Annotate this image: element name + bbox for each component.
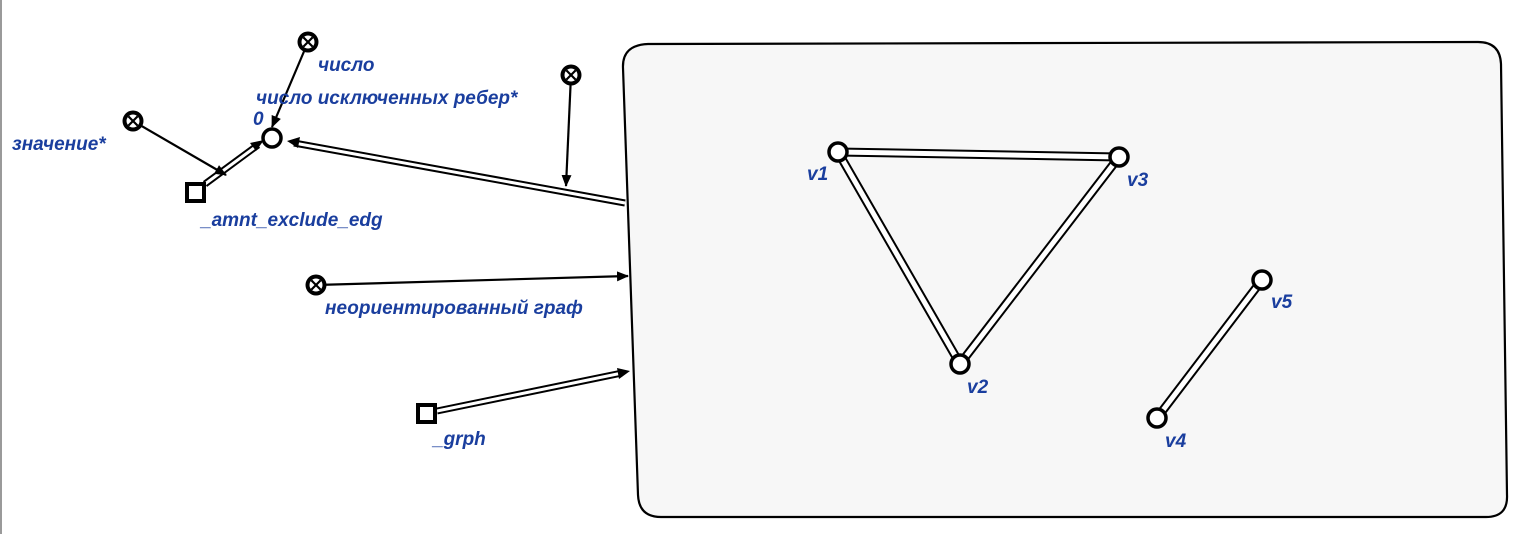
arc-undirected-to-frame	[315, 271, 629, 287]
label-value: значение*	[12, 134, 107, 155]
circle-icon[interactable]	[261, 127, 283, 149]
crossed-circle-icon[interactable]	[305, 274, 327, 296]
label-v3: v3	[1127, 170, 1149, 191]
square-icon[interactable]	[416, 403, 437, 424]
graph-structure-frame[interactable]	[621, 40, 1509, 519]
vertex-v5[interactable]	[1251, 269, 1273, 291]
edge-grph-to-frame	[436, 368, 630, 415]
crossed-circle-icon[interactable]	[122, 110, 144, 132]
edge-v5-v4	[1153, 277, 1266, 421]
edge-frame-to-zero	[287, 137, 626, 207]
label-undirected-graph: неориентированный граф	[325, 298, 583, 319]
vertex-v2[interactable]	[949, 353, 971, 375]
label-v5: v5	[1271, 292, 1293, 313]
vertex-v1[interactable]	[827, 141, 849, 163]
label-number: число	[318, 55, 374, 76]
label-v2: v2	[967, 377, 989, 398]
label-excluded-edges: число исключенных ребер*	[256, 88, 519, 109]
label-v4: v4	[1165, 431, 1187, 452]
edge-v3-v2	[956, 154, 1123, 367]
crossed-circle-icon[interactable]	[297, 31, 319, 53]
crossed-circle-icon[interactable]	[560, 64, 582, 86]
arc-value-to-edge	[132, 120, 227, 176]
edge-v1-v3	[837, 147, 1120, 162]
vertex-v3[interactable]	[1108, 146, 1130, 168]
label-amnt-var: _amnt_exclude_edg	[199, 210, 383, 231]
square-icon[interactable]	[185, 182, 206, 203]
graph-edges	[834, 147, 1266, 421]
arc-excluded-to-edge	[561, 74, 573, 187]
edge-v1-v2	[834, 149, 964, 367]
vertex-v4[interactable]	[1146, 407, 1168, 429]
label-grph-var: _grph	[431, 429, 486, 450]
arc-number-to-zero	[270, 41, 310, 128]
label-zero: 0	[253, 109, 264, 130]
edge-amnt-to-zero	[202, 140, 264, 187]
label-v1: v1	[807, 164, 828, 185]
